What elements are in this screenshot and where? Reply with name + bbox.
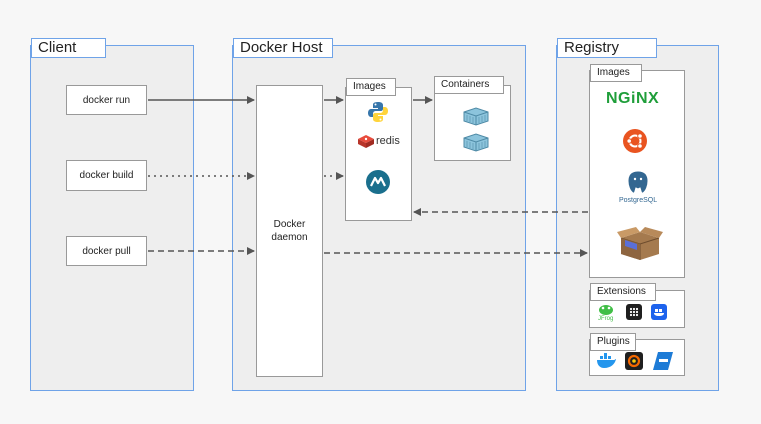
grafana-icon (625, 352, 643, 370)
docker-daemon: Docker daemon (256, 85, 323, 377)
nginx-logo: NGiNX (606, 90, 660, 107)
mule-icon (366, 170, 390, 194)
registry-images-label: Images (590, 64, 642, 82)
host-images-label: Images (346, 78, 396, 96)
plugins-label: Plugins (590, 333, 636, 351)
ubuntu-icon (623, 129, 647, 153)
docker-extension-icon (651, 304, 667, 320)
package-box-icon (617, 227, 663, 260)
redis-icon (358, 135, 374, 148)
docker-host-title: Docker Host (233, 38, 333, 58)
grid-app-icon (626, 304, 642, 320)
redis-label: redis (376, 135, 400, 147)
registry-title: Registry (557, 38, 657, 58)
postgresql-label: PostgreSQL (619, 197, 658, 204)
vmware-icon (653, 352, 673, 370)
docker-build-command: docker build (66, 160, 147, 191)
python-icon (368, 102, 388, 122)
containers-label: Containers (434, 76, 504, 94)
container-icon (463, 133, 489, 152)
docker-whale-icon (597, 353, 616, 368)
docker-pull-command: docker pull (66, 236, 147, 266)
jfrog-label: JFrog (598, 316, 614, 322)
jfrog-icon (599, 305, 613, 315)
postgresql-icon (627, 170, 649, 194)
docker-run-command: docker run (66, 85, 147, 115)
client-title: Client (31, 38, 106, 58)
extensions-label: Extensions (590, 283, 656, 301)
container-icon (463, 107, 489, 126)
